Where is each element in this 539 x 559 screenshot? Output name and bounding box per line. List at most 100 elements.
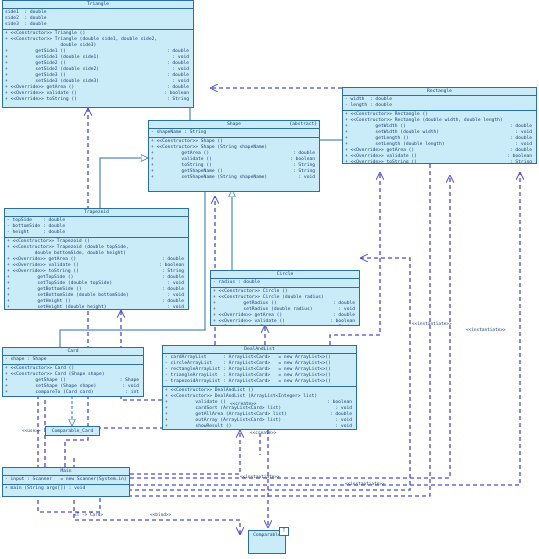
class-circle[interactable]: Circle - radius : double + <<Constructor… <box>210 270 360 326</box>
interface-comparable-card[interactable]: Comparable_Card <box>45 426 100 436</box>
method-return-type: : Shape <box>119 378 139 383</box>
class-main[interactable]: Main - input : Scanner = new Scanner(Sys… <box>2 467 130 497</box>
method-signature: + setWidth (double width) <box>345 130 440 135</box>
method-signature: + getSide3 () <box>5 73 66 78</box>
field-signature: side3 : double <box>5 22 47 27</box>
method-row: + getLength () : double <box>345 136 534 142</box>
method-signature: + setHeight (double height) <box>7 305 107 310</box>
field-signature: - cardArrayList : ArrayList<Card> = new … <box>165 355 331 360</box>
method-signature: + getBottomSide () <box>7 287 82 292</box>
method-return-type: : String <box>292 169 315 174</box>
method-row: + <<Constructor>> Shape () <box>151 139 317 145</box>
method-row: + setShapeName (String shapeName): void <box>151 175 317 181</box>
class-name: Shape <box>227 122 241 127</box>
method-row: + getRadius (): double <box>213 301 357 307</box>
field-signature: - trapezoidArrayList : ArrayList<Card> =… <box>165 379 331 384</box>
method-return-type: : double <box>161 287 184 292</box>
class-name: Rectangle <box>343 88 536 96</box>
method-signature: + <<Override>> toString () <box>345 160 417 164</box>
class-name: Main <box>3 468 129 476</box>
method-return-type: : boolean <box>164 91 189 96</box>
method-signature: + getLength () <box>345 136 409 141</box>
method-row: + setSide2 (double side2): void <box>5 67 191 73</box>
method-row: + setShape (Shape shape): void <box>5 384 141 390</box>
method-row: + getArea () : double <box>151 151 317 157</box>
method-signature: + setSide1 (double side1) <box>5 55 100 60</box>
method-signature: + <<Override>> validate () <box>345 154 417 159</box>
method-signature: + outArray (ArrayList<Card> list) <box>165 418 282 423</box>
method-return-type: : double <box>292 151 315 156</box>
method-row: + getShapeName (): String <box>151 169 317 175</box>
class-name: Triangle <box>3 1 193 9</box>
method-signature: + <<Constructor>> Triangle (double side1… <box>5 37 158 42</box>
method-row: + getBottomSide () : double <box>7 287 186 293</box>
method-signature: + getWidth () <box>345 124 406 129</box>
method-row: + <<Override>> getArea (): double <box>5 85 191 91</box>
method-return-type: : boolean <box>330 319 355 324</box>
field-signature: - radius : double <box>213 280 261 285</box>
methods-section: + <<Constructor>> Circle ()+ <<Construct… <box>211 288 359 326</box>
method-signature: + cardSort (ArrayList<Card> list) <box>165 406 282 411</box>
method-row: + <<Override>> validate (): boolean <box>345 154 534 160</box>
class-shape[interactable]: Shape {abstract} - shapeName : String + … <box>148 120 320 192</box>
method-signature: + setSide2 (double side2) <box>5 67 100 72</box>
method-signature: + setTopSide (double topSide) <box>7 281 113 286</box>
method-signature: + <<Override>> toString () <box>213 325 285 326</box>
main-dep-shape-top <box>130 172 520 486</box>
method-row: + cardSort (ArrayList<Card> list) : void <box>165 406 354 412</box>
field-signature: side2 : double <box>5 16 47 21</box>
class-name: Trapezoid <box>5 209 188 217</box>
method-row: double bottomSide, double height) <box>7 251 186 257</box>
type-parameter-badge: T <box>279 527 289 536</box>
method-return-type: : int <box>125 390 139 395</box>
class-trapezoid[interactable]: Trapezoid - topSide : double- bottomSide… <box>4 208 189 310</box>
field-row: - shape : Shape <box>5 357 141 363</box>
main-dep-card <box>38 368 101 513</box>
method-row: + <<Constructor>> Circle () <box>213 289 357 295</box>
method-signature: + getArea () <box>151 151 210 156</box>
class-name: DealAndList <box>163 346 356 354</box>
method-return-type: : void <box>335 406 352 411</box>
method-signature: + <<Constructor>> Circle (double radius) <box>213 295 324 300</box>
method-return-type: : String <box>333 325 355 326</box>
field-row: - rectangleArrayList : ArrayList<Card> =… <box>165 367 354 373</box>
method-return-type: : boolean <box>327 400 352 405</box>
method-signature: + <<Constructor>> DealAndList (ArrayList… <box>165 394 318 399</box>
method-return-type: : double <box>161 275 184 280</box>
method-return-type: : double <box>509 136 532 141</box>
field-row: - topSide : double <box>7 218 186 224</box>
method-row: + <<Constructor>> Shape (String shapeNam… <box>151 145 317 151</box>
method-return-type: : boolean <box>159 263 184 268</box>
class-dealandlist[interactable]: DealAndList - cardArrayList : ArrayList<… <box>162 345 357 430</box>
method-signature: + <<Override>> validate () <box>7 263 79 268</box>
method-signature: + <<Override>> getArea () <box>5 85 75 90</box>
method-return-type: : double <box>166 61 189 66</box>
method-signature: + validate () <box>165 400 226 405</box>
methods-section: + main (String args[]) : void <box>3 485 129 493</box>
method-signature: double side3) <box>5 43 97 48</box>
method-row: + <<Constructor>> Rectangle (double widt… <box>345 118 534 124</box>
method-row: + setRadius (double radius): void <box>213 307 357 313</box>
interface-name: Comparable_Card <box>51 429 94 434</box>
class-rectangle[interactable]: Rectangle - width : double- length : dou… <box>342 87 537 164</box>
main-dep-triangle <box>128 88 431 497</box>
method-signature: + <<Constructor>> Card () <box>5 366 75 371</box>
methods-section: + <<Constructor>> Trapezoid ()+ <<Constr… <box>5 238 188 310</box>
fields-section: - input : Scanner = new Scanner(System.i… <box>3 476 129 485</box>
class-card[interactable]: Card - shape : Shape + <<Constructor>> C… <box>2 347 144 397</box>
field-signature: - topSide : double <box>7 218 66 223</box>
field-row: side2 : double <box>5 16 191 22</box>
method-row: + setSide1 (double side1): void <box>5 55 191 61</box>
main-dep-circle <box>128 258 411 491</box>
method-return-type: : void <box>515 142 532 147</box>
field-row: - input : Scanner = new Scanner(System.i… <box>5 477 127 483</box>
field-row: - height : double <box>7 230 186 236</box>
interface-name: Comparable <box>253 533 281 538</box>
method-row: + <<Override>> validate (): boolean <box>5 91 191 97</box>
interface-comparable[interactable]: Comparable T <box>248 527 289 554</box>
method-signature: + getSide2 () <box>5 61 66 66</box>
method-signature: + <<Constructor>> Rectangle (double widt… <box>345 118 503 123</box>
field-row: - width : double <box>345 97 534 103</box>
